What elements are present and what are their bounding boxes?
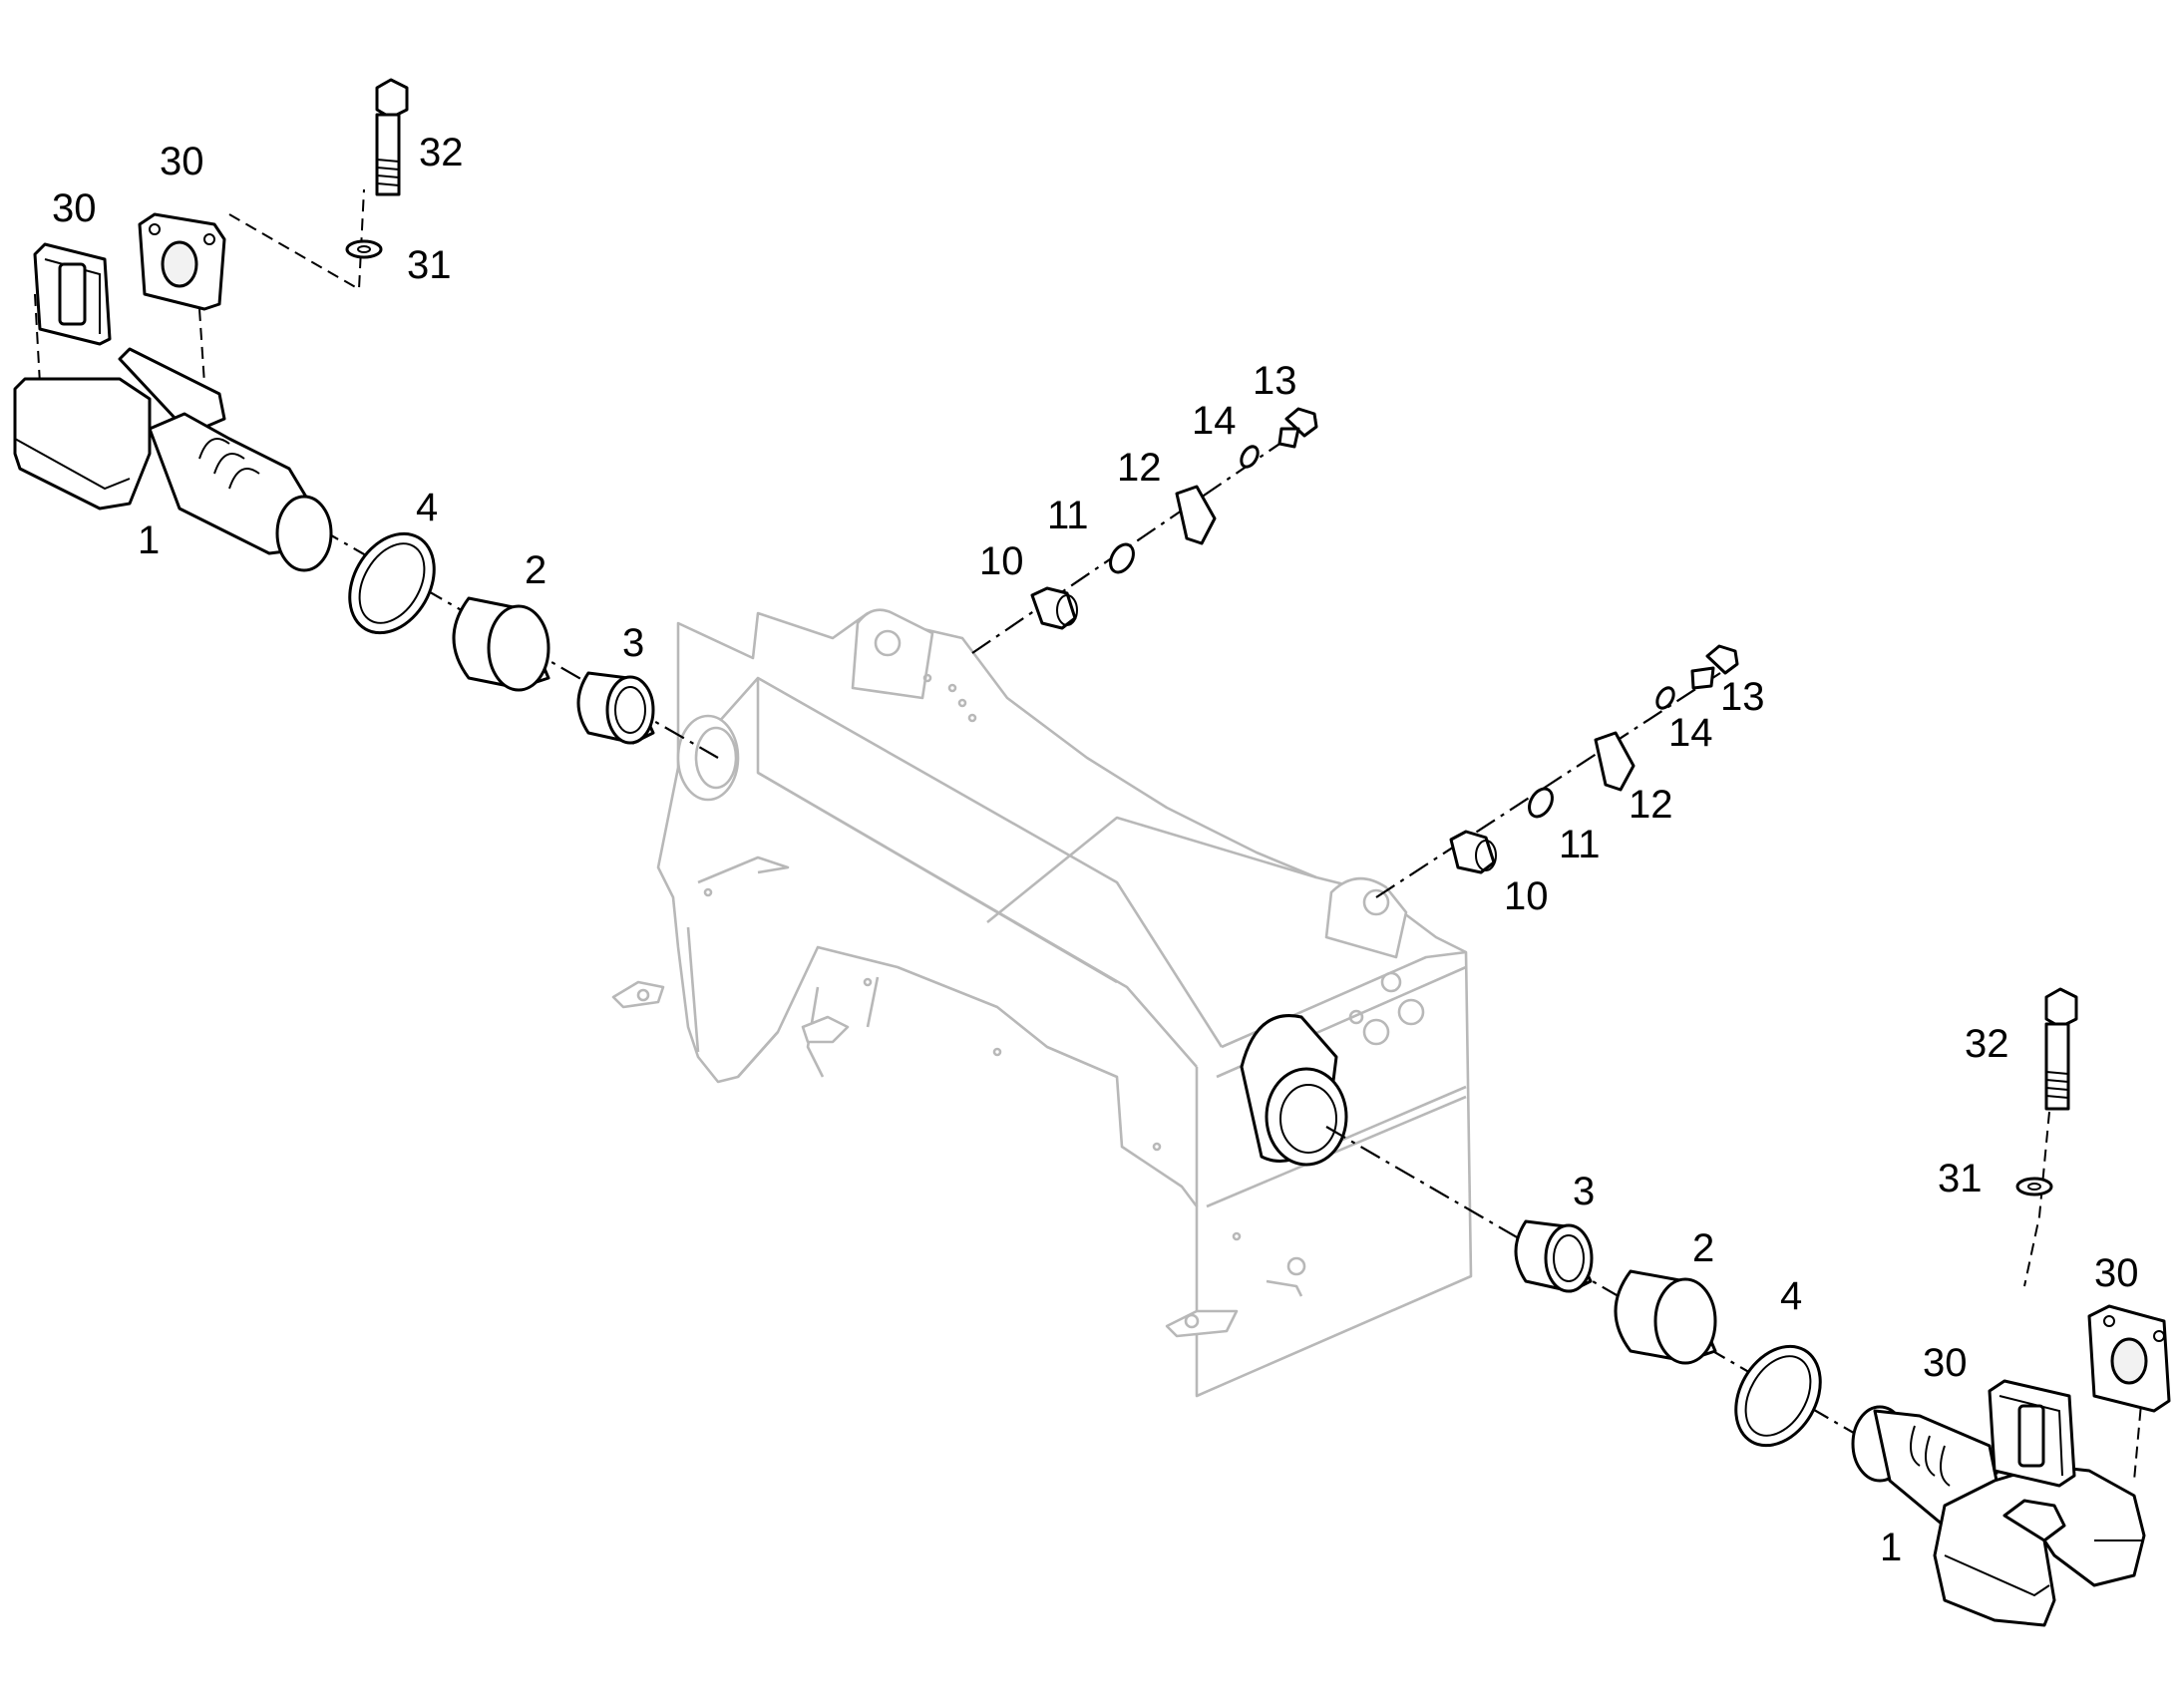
- part-30-clamp-left-a: [33, 242, 112, 346]
- callout-2-left: 2: [525, 548, 546, 592]
- part-14-washer-right: [1655, 686, 1675, 710]
- part-31-washer-left: [345, 239, 383, 259]
- callout-13-left: 13: [1253, 359, 1297, 403]
- callout-2-right: 2: [1692, 1226, 1714, 1270]
- part-4-seal-right: [1734, 1344, 1822, 1448]
- callout-4-right: 4: [1780, 1274, 1802, 1318]
- part-30-clamp-right-a: [1988, 1379, 2076, 1488]
- callout-1-left: 1: [138, 518, 160, 562]
- part-3-bushing-right: [1514, 1219, 1594, 1293]
- callout-32-right: 32: [1965, 1022, 2009, 1066]
- part-10-plug-right: [1449, 830, 1497, 874]
- callout-4-left: 4: [416, 486, 438, 529]
- part-13-screw-right: [1690, 644, 1739, 690]
- axle-frame: [611, 608, 1473, 1398]
- part-1-yoke-pin-left: [13, 347, 333, 572]
- callout-31-right: 31: [1938, 1157, 1983, 1200]
- part-32-bolt-right: [2044, 987, 2078, 1111]
- callout-10-right: 10: [1504, 874, 1549, 918]
- left-grease-assembly: [1030, 407, 1318, 630]
- part-14-washer-left: [1240, 445, 1260, 469]
- callout-3-right: 3: [1573, 1170, 1595, 1213]
- part-12-cover-right: [1594, 731, 1635, 792]
- part-12-cover-left: [1175, 485, 1217, 545]
- callout-3-left: 3: [622, 621, 644, 665]
- callout-1-right: 1: [1880, 1526, 1902, 1569]
- callout-32-left: 32: [419, 131, 464, 174]
- part-10-plug-left: [1030, 586, 1078, 630]
- right-pin-assembly: [1514, 987, 2171, 1627]
- part-2-bushing-right: [1614, 1269, 1717, 1365]
- callout-12-right: 12: [1629, 783, 1673, 827]
- part-30-clamp-right-b: [2087, 1304, 2171, 1413]
- callout-30a-left: 30: [52, 186, 97, 230]
- part-13-screw-left: [1277, 407, 1318, 449]
- callout-10-left: 10: [979, 539, 1024, 583]
- callout-31-left: 31: [407, 243, 452, 287]
- part-2-bushing-left: [452, 596, 550, 692]
- right-grease-assembly: [1449, 644, 1739, 874]
- part-4-seal-left: [348, 531, 436, 635]
- part-1-yoke-pin-right: [1851, 1405, 2146, 1627]
- callout-14-left: 14: [1192, 399, 1237, 443]
- part-11-oring-right: [1528, 787, 1554, 819]
- callout-14-right: 14: [1668, 711, 1713, 755]
- callout-30b-left: 30: [160, 140, 204, 183]
- callout-30b-right: 30: [1923, 1341, 1968, 1385]
- part-3-bushing-left: [576, 671, 655, 745]
- part-31-washer-right: [2015, 1177, 2053, 1196]
- right-bore-boss: [1240, 1014, 1348, 1167]
- part-30-clamp-left-b: [138, 212, 226, 311]
- callout-30a-right: 30: [2094, 1251, 2139, 1295]
- callout-11-left: 11: [1047, 494, 1089, 537]
- part-11-oring-left: [1109, 542, 1135, 574]
- part-32-bolt-left: [375, 78, 409, 196]
- callout-12-left: 12: [1117, 446, 1162, 490]
- callout-labels: 1 4 2 3 30 30 32 31 10 11 12 14 13 13 14…: [52, 131, 2139, 1569]
- left-pin-assembly: [13, 78, 655, 745]
- callout-11-right: 11: [1559, 823, 1601, 866]
- callout-13-right: 13: [1720, 675, 1765, 719]
